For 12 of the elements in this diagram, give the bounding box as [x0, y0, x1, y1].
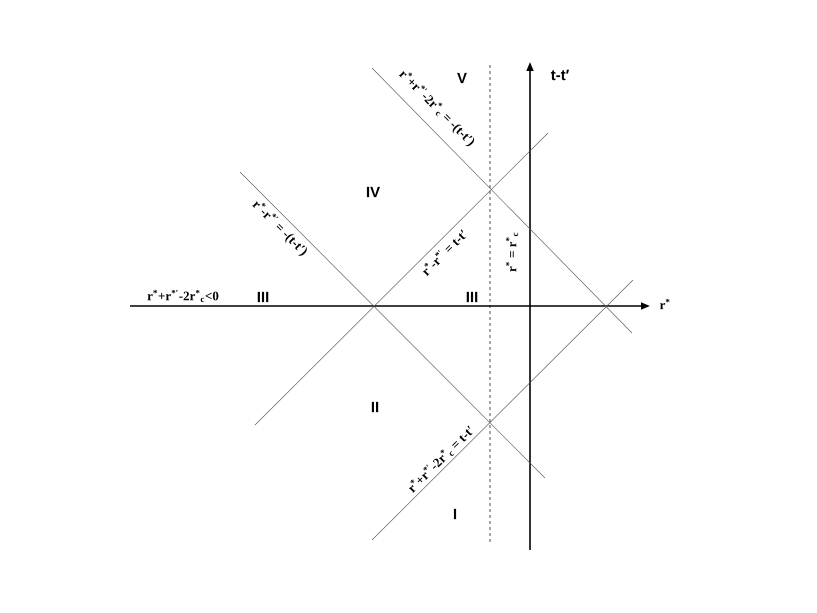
- axis-label: t-t′: [550, 70, 570, 80]
- line-label: r$^{*}$ = r$^{*}$c: [506, 232, 518, 272]
- region-label: IV: [366, 186, 380, 198]
- region-label: V: [457, 72, 467, 84]
- line-label: r$^{*}$-r$^{*′}$ = t-t′: [422, 229, 466, 276]
- line-label: r$^{*}$+r$^{*′}$-2r$^{*}$$_{c}$<0: [148, 290, 218, 302]
- line-label: r$^{*}$+r$^{*′}$-2r$^{*}$$_{c}$ = t-t′: [408, 425, 472, 493]
- region-label: I: [454, 508, 456, 520]
- region-label: III: [258, 292, 268, 302]
- region-label: III: [466, 292, 478, 302]
- region-label: II: [372, 402, 378, 412]
- axis-label: r$^{*}$: [660, 298, 670, 310]
